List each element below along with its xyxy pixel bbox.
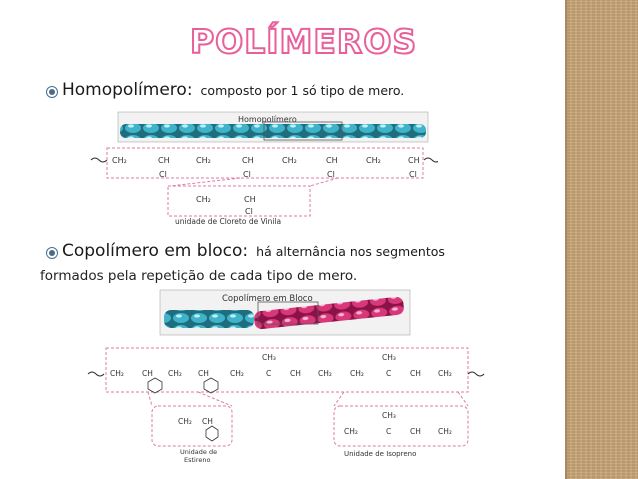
bullet-icon bbox=[46, 86, 58, 98]
desc-copolimero: há alternância nos segmentos bbox=[256, 244, 445, 259]
chain-atom: CH₂ bbox=[168, 369, 182, 378]
unit-atom: CH₂ bbox=[344, 427, 358, 436]
chain-atom: CH bbox=[290, 369, 301, 378]
desc-homopolimero: composto por 1 só tipo de mero. bbox=[200, 83, 405, 98]
chain-atom: CH₂ bbox=[196, 156, 211, 165]
unit-atom: CH₂ bbox=[178, 417, 192, 426]
desc-copolimero-line2: formados pela repetição de cada tipo de … bbox=[40, 268, 358, 284]
banner-label: Homopolímero bbox=[238, 115, 297, 124]
highlight-box bbox=[263, 121, 343, 141]
chain-atom: CH₂ bbox=[350, 369, 364, 378]
bullet-copolimero: Copolímero em bloco: há alternância nos s… bbox=[62, 241, 445, 261]
styrene-block-beads bbox=[164, 310, 254, 328]
chain-atom: CH bbox=[408, 156, 420, 165]
chain-atom: C bbox=[386, 369, 391, 378]
unit-atom: CH₂ bbox=[438, 427, 452, 436]
slide-title: POLÍMEROS bbox=[189, 21, 418, 62]
chain-bracket bbox=[106, 147, 424, 179]
term-copolimero: Copolímero em bloco: bbox=[62, 241, 249, 261]
isoprene-block-beads bbox=[254, 296, 404, 330]
chain-atom: CH₂ bbox=[230, 369, 244, 378]
block-copolymer-figure: Copolímero em Bloco CH₂ CH CH₂ CH CH₂ C … bbox=[87, 289, 485, 464]
chain-atom: CH₂ bbox=[366, 156, 381, 165]
chain-atom: CH₂ bbox=[112, 156, 127, 165]
chain-atom: CH₂ bbox=[318, 369, 332, 378]
methyl: CH₃ bbox=[262, 353, 276, 362]
bullet-homopolimero: Homopolímero: composto por 1 só tipo de m… bbox=[62, 80, 404, 100]
styrene-caption: Estireno bbox=[184, 456, 210, 464]
chain-atom: CH bbox=[142, 369, 153, 378]
benzene-ring-icon bbox=[203, 377, 219, 394]
subst-cl: Cl bbox=[243, 170, 251, 179]
chain-atom: CH₂ bbox=[282, 156, 297, 165]
isoprene-unit-box bbox=[333, 405, 469, 447]
chain-bracket bbox=[105, 347, 469, 393]
subst-cl: Cl bbox=[159, 170, 167, 179]
decorative-side-band bbox=[565, 0, 638, 479]
subst-cl: Cl bbox=[409, 170, 417, 179]
chain-atom: CH bbox=[242, 156, 254, 165]
chain-atom: CH bbox=[410, 369, 421, 378]
unit-atom: CH bbox=[244, 195, 256, 204]
methyl: CH₃ bbox=[382, 411, 396, 420]
homopolymer-chain-beads bbox=[120, 124, 426, 138]
styrene-unit-box bbox=[151, 405, 233, 447]
unit-atom: CH bbox=[410, 427, 421, 436]
unit-box bbox=[167, 185, 311, 217]
chain-atom: CH bbox=[158, 156, 170, 165]
benzene-ring-icon bbox=[147, 377, 163, 394]
unit-caption: unidade de Cloreto de Vinila bbox=[175, 217, 281, 225]
term-homopolimero: Homopolímero: bbox=[62, 80, 193, 100]
banner-label: Copolímero em Bloco bbox=[222, 294, 313, 304]
chain-atom: CH bbox=[326, 156, 338, 165]
styrene-caption: Unidade de bbox=[180, 448, 217, 456]
chain-atom: CH bbox=[198, 369, 209, 378]
highlight-box bbox=[257, 301, 319, 325]
bullet-icon bbox=[46, 247, 58, 259]
homopolymer-figure: Homopolímero CH₂ CH CH₂ CH CH₂ CH CH₂ CH… bbox=[90, 111, 438, 225]
chain-atom: C bbox=[266, 369, 271, 378]
subst-cl: Cl bbox=[327, 170, 335, 179]
unit-atom: CH₂ bbox=[196, 195, 211, 204]
methyl: CH₃ bbox=[382, 353, 396, 362]
benzene-ring-icon bbox=[205, 425, 219, 442]
isoprene-caption: Unidade de Isopreno bbox=[344, 450, 416, 458]
unit-atom: C bbox=[386, 427, 391, 436]
side-band-edge bbox=[565, 0, 567, 479]
chain-atom: CH₂ bbox=[110, 369, 124, 378]
unit-atom: CH bbox=[202, 417, 213, 426]
subst-cl: Cl bbox=[245, 207, 253, 216]
chain-atom: CH₂ bbox=[438, 369, 452, 378]
